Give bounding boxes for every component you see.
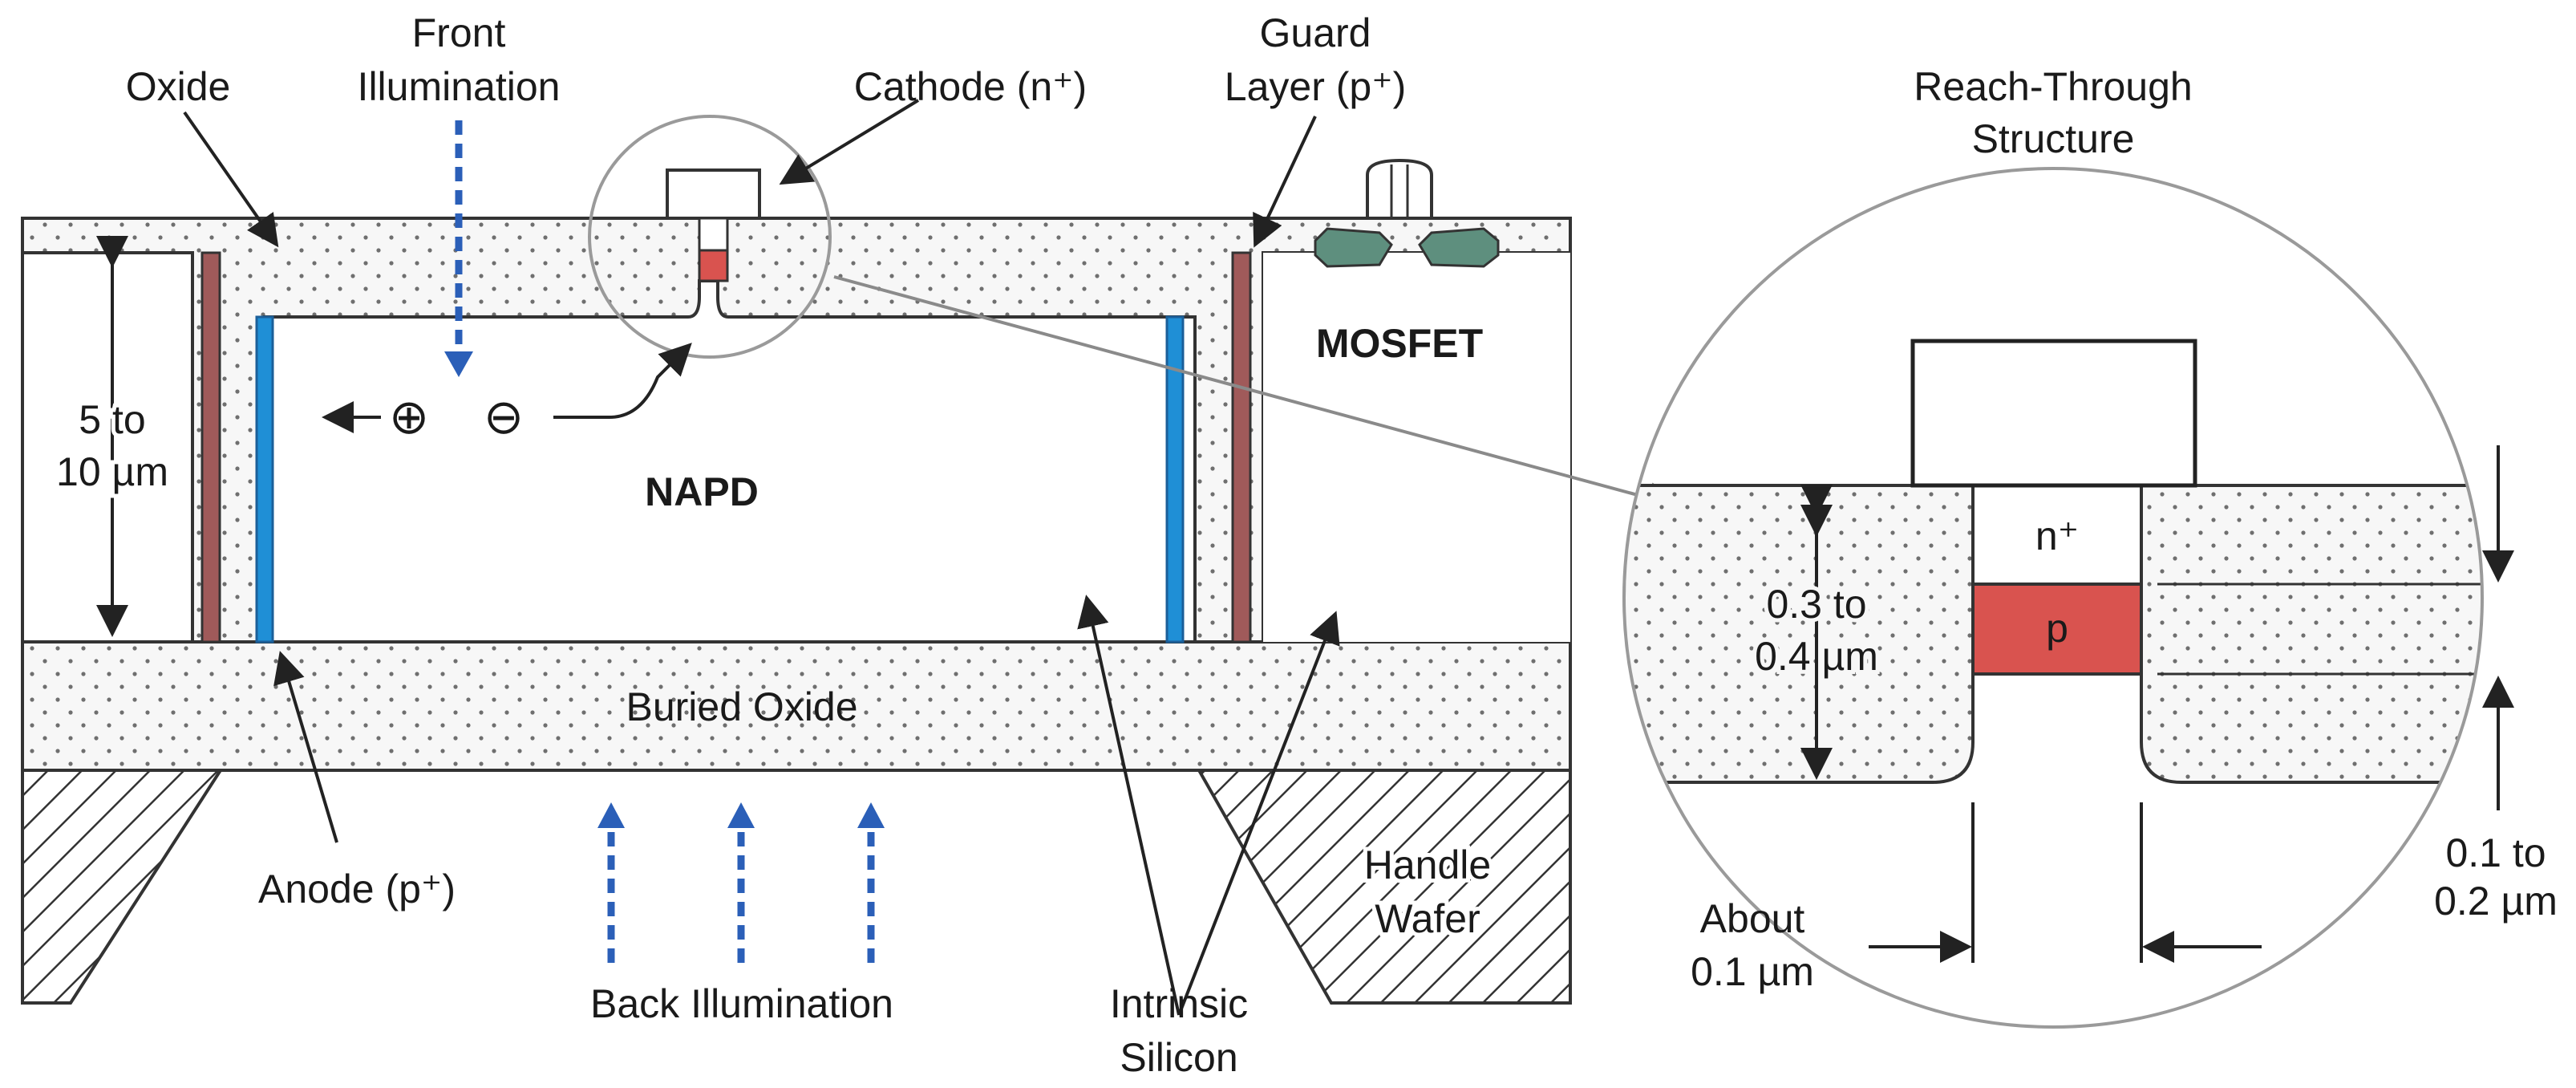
electron-symbol: ⊖ — [484, 389, 524, 445]
depth-label-line2: 0.4 µm — [1755, 634, 1878, 679]
cathode-label: Cathode (n⁺) — [854, 64, 1087, 109]
zoom-nplus-region — [1971, 484, 2143, 586]
zoom-oxide-left — [1624, 484, 1975, 784]
guard-layer-right — [1231, 251, 1252, 643]
p-label: p — [2046, 606, 2068, 651]
reach-through-label: Reach-Through — [1914, 64, 2192, 109]
reach-through-label-line2: Structure — [1972, 116, 2135, 161]
zoom-pointer — [833, 275, 1679, 514]
handle-wafer-label: Handle — [1364, 842, 1491, 887]
width-label: About — [1700, 896, 1805, 941]
intrinsic-silicon-label: Intrinsic — [1110, 981, 1248, 1026]
front-illumination-arrow — [444, 120, 473, 377]
handle-wafer-label-line2: Wafer — [1375, 896, 1480, 941]
mosfet-gate — [1314, 158, 1500, 268]
thickness-label-line2: 10 µm — [56, 449, 168, 494]
thickness-label: 5 to — [79, 397, 145, 442]
zoom-oxide-right — [2140, 484, 2482, 784]
zoom-circle-outline — [1622, 167, 2484, 1029]
nplus-label: n⁺ — [2035, 514, 2079, 558]
back-illumination-arrows — [597, 802, 885, 963]
mosfet-label: MOSFET — [1316, 321, 1483, 366]
front-illumination-label: Front — [412, 10, 506, 55]
reach-through-zoom — [1622, 167, 2514, 1029]
hole-symbol: ⊕ — [389, 389, 429, 445]
depth-label: 0.3 to — [1766, 582, 1866, 627]
p-thickness-label: 0.1 to — [2445, 830, 2546, 875]
guard-layer-left — [200, 251, 221, 643]
zoom-dimensions — [1800, 445, 2514, 963]
front-illumination-label-line2: Illumination — [358, 64, 561, 109]
handle-wafer — [21, 769, 1572, 1005]
anode-right — [1165, 315, 1185, 643]
mosfet-region — [1263, 253, 1570, 642]
width-label-line2: 0.1 µm — [1691, 949, 1814, 994]
buried-oxide-label: Buried Oxide — [626, 684, 857, 729]
intrinsic-silicon-label-line2: Silicon — [1120, 1035, 1237, 1080]
guard-layer-label-line2: Layer (p⁺) — [1225, 64, 1406, 109]
napd-label: NAPD — [645, 469, 759, 514]
cathode-contact — [666, 168, 761, 282]
p-thickness-label-line2: 0.2 µm — [2434, 879, 2558, 924]
cathode-zoom-circle — [588, 115, 832, 359]
oxide-label: Oxide — [126, 64, 231, 109]
guard-layer-label: Guard — [1260, 10, 1371, 55]
zoom-p-region — [1971, 583, 2143, 676]
back-illumination-label: Back Illumination — [590, 981, 893, 1026]
leader-lines — [183, 99, 1340, 1016]
anode-left — [255, 315, 274, 643]
anode-label: Anode (p⁺) — [258, 867, 456, 911]
zoom-cathode-contact — [1910, 339, 2197, 488]
